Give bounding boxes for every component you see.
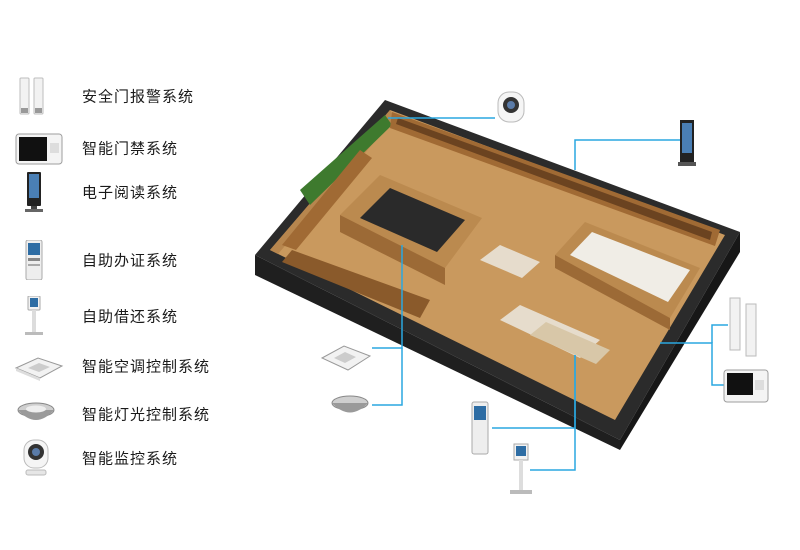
legend-label: 智能门禁系统	[82, 139, 179, 158]
ceiling-ac-icon	[320, 345, 372, 371]
ceiling-light-icon	[17, 402, 55, 420]
access-terminal-icon	[15, 133, 63, 165]
legend-label: 智能监控系统	[82, 449, 179, 468]
legend-item-access-control: 智能门禁系统	[12, 128, 272, 168]
left-shelves	[282, 150, 430, 318]
back-shelves	[390, 112, 720, 246]
ceiling-ac-icon	[14, 357, 64, 381]
callout-lines	[372, 117, 728, 471]
legend-item-cctv: 智能监控系统	[12, 438, 272, 478]
return-kiosk-icon	[510, 443, 532, 494]
legend-label: 自助借还系统	[82, 307, 179, 326]
legend-item-light-control: 智能灯光控制系统	[12, 394, 272, 434]
access-terminal-icon	[723, 369, 769, 403]
legend-label: 智能空调控制系统	[82, 357, 211, 376]
legend-label: 电子阅读系统	[82, 183, 179, 202]
camera-icon	[497, 91, 525, 123]
legend-item-self-card: 自助办证系统	[12, 240, 272, 280]
central-reading-room	[340, 175, 482, 285]
right-room	[555, 222, 700, 330]
legend-label: 安全门报警系统	[82, 87, 195, 106]
reader-kiosk-icon	[25, 172, 43, 212]
legend-label: 智能灯光控制系统	[82, 405, 211, 424]
card-kiosk-icon	[471, 401, 489, 455]
reading-tables	[480, 245, 610, 364]
legend-item-security-gate: 安全门报警系统	[12, 76, 272, 116]
card-kiosk-icon	[25, 240, 43, 280]
security-gate-icon	[19, 77, 44, 115]
legend-item-ac-control: 智能空调控制系统	[12, 346, 272, 386]
legend-item-e-reading: 电子阅读系统	[12, 172, 272, 212]
legend-item-self-return: 自助借还系统	[12, 296, 272, 336]
plant-wall	[300, 115, 392, 205]
security-gate-icon	[729, 297, 757, 357]
camera-icon	[23, 439, 49, 476]
ceiling-light-icon	[331, 395, 369, 413]
reader-kiosk-icon	[678, 120, 696, 166]
return-kiosk-icon	[25, 296, 43, 335]
legend-label: 自助办证系统	[82, 251, 179, 270]
